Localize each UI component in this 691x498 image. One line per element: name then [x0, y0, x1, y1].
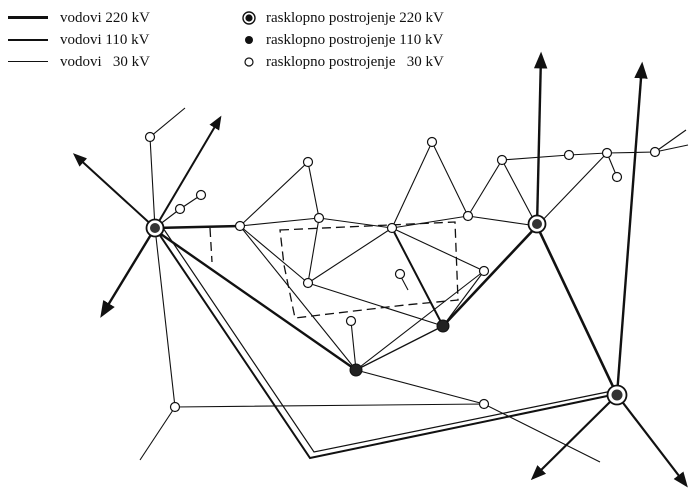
- legend-line-30-label: vodovi 30 kV: [60, 54, 150, 70]
- station-30-node: [394, 268, 406, 280]
- line-220-d: [535, 225, 619, 396]
- station-30-node: [174, 203, 186, 215]
- line-220-symbol: [8, 16, 48, 19]
- station-30-node: [563, 149, 575, 161]
- legend-stations: rasklopno postrojenje 220 kV rasklopno p…: [242, 8, 532, 74]
- station-30-node: [302, 156, 314, 168]
- line-220-k: [530, 394, 618, 481]
- stations-30kv: [144, 131, 661, 413]
- legend-station-30: rasklopno postrojenje 30 kV: [242, 52, 444, 73]
- station-30-node: [313, 212, 325, 224]
- line-110-symbol: [8, 39, 48, 41]
- stations-220kv: [145, 214, 628, 406]
- station-110-node: [349, 363, 363, 377]
- line-220-b: [154, 224, 241, 230]
- station-30-node: [611, 171, 623, 183]
- station-30-node: [144, 131, 156, 143]
- line-220-m: [72, 153, 156, 229]
- line-220-h: [100, 227, 157, 318]
- line-220-n: [154, 115, 222, 229]
- stations-110kv: [349, 319, 450, 377]
- station-30-node: [386, 222, 398, 234]
- station-30-node: [462, 210, 474, 222]
- station-30-node: [478, 265, 490, 277]
- legend-station-110: rasklopno postrojenje 110 kV: [242, 30, 443, 51]
- station-30-node: [345, 315, 357, 327]
- legend-station-30-label: rasklopno postrojenje 30 kV: [266, 54, 444, 70]
- station-30-node: [169, 401, 181, 413]
- station-110-node: [436, 319, 450, 333]
- station-220-node: [606, 384, 628, 406]
- station-30-node: [496, 154, 508, 166]
- legend-lines: vodovi 220 kV vodovi 110 kV vodovi 30 kV: [8, 8, 228, 74]
- legend-line-110-label: vodovi 110 kV: [60, 32, 150, 48]
- station-30-node: [302, 277, 314, 289]
- lines-110-30kv: [139, 107, 689, 463]
- legend-station-220: rasklopno postrojenje 220 kV: [242, 8, 444, 29]
- station-220-node: [527, 214, 547, 234]
- line-220-e: [442, 225, 538, 327]
- line-220-j: [615, 61, 648, 396]
- station-30-node: [195, 189, 207, 201]
- station-110-symbol: [245, 36, 253, 44]
- legend-station-220-label: rasklopno postrojenje 220 kV: [266, 10, 444, 26]
- line-220-i: [533, 51, 548, 227]
- station-30-node: [649, 146, 661, 158]
- station-220-node: [145, 218, 165, 238]
- station-30-symbol: [244, 57, 254, 67]
- station-30-node: [234, 220, 246, 232]
- line-220-c: [154, 229, 357, 371]
- line-30-symbol: [8, 61, 48, 62]
- station-30-node: [426, 136, 438, 148]
- station-220-symbol: [242, 11, 256, 25]
- line-220-g: [355, 325, 444, 371]
- legend-station-110-label: rasklopno postrojenje 110 kV: [266, 32, 444, 48]
- line-220-l: [616, 394, 688, 488]
- dashed-boundary: [209, 221, 459, 319]
- station-30-node: [601, 147, 613, 159]
- legend-line-220-label: vodovi 220 kV: [60, 10, 150, 26]
- line-220-a: [154, 224, 613, 460]
- legend-line-30: vodovi 30 kV: [8, 52, 150, 73]
- legend-line-220: vodovi 220 kV: [8, 8, 150, 29]
- station-30-node: [478, 398, 490, 410]
- legend-line-110: vodovi 110 kV: [8, 30, 149, 51]
